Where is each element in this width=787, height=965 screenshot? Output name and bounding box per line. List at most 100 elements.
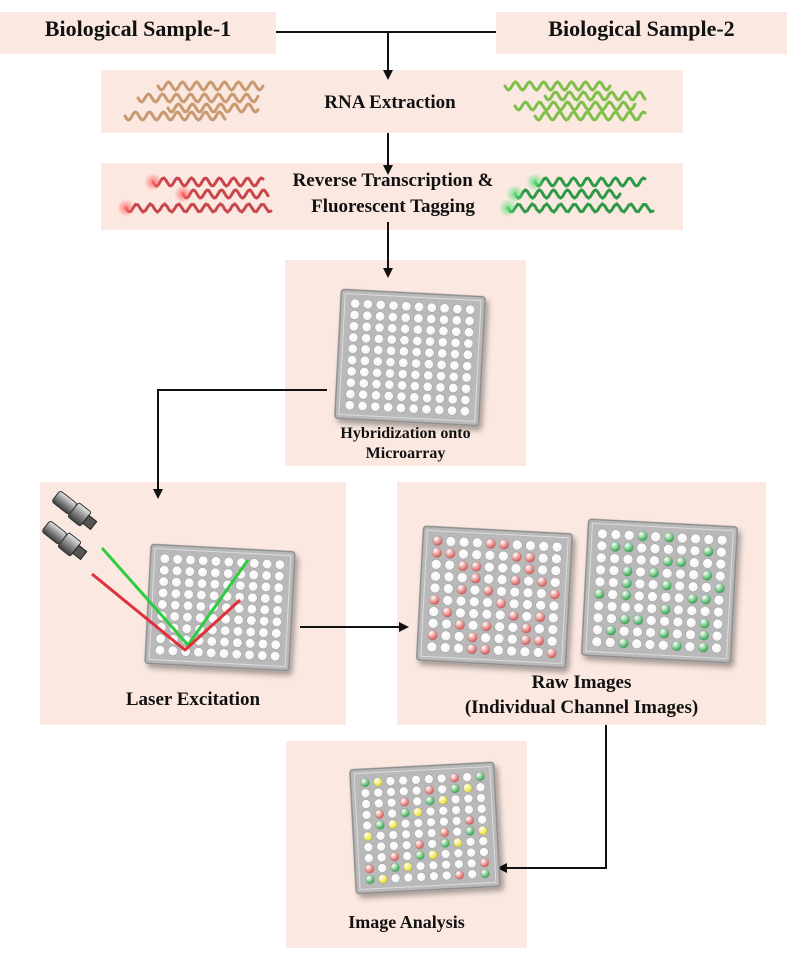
array-spot xyxy=(684,641,696,652)
array-spot xyxy=(427,618,439,629)
array-spot xyxy=(441,870,452,881)
array-spot xyxy=(248,569,259,580)
array-spot xyxy=(450,794,461,805)
array-spot xyxy=(386,787,396,797)
array-spot xyxy=(412,324,423,335)
array-spot xyxy=(159,553,170,564)
array-spot xyxy=(596,540,608,552)
sample1-box xyxy=(0,12,276,54)
array-spot xyxy=(401,840,412,850)
array-spot xyxy=(349,321,359,332)
array-spot xyxy=(273,582,284,593)
array-spot xyxy=(413,818,424,828)
array-spot xyxy=(360,344,371,355)
array-spot xyxy=(386,334,397,345)
array-spot xyxy=(210,567,221,578)
array-spot xyxy=(498,539,510,550)
array-spot xyxy=(466,847,476,858)
array-spot xyxy=(436,359,447,370)
array-spot xyxy=(429,594,440,606)
array-spot xyxy=(260,581,271,593)
array-spot xyxy=(209,590,220,601)
array-spot xyxy=(424,347,435,358)
array-spot xyxy=(455,607,466,619)
array-spot xyxy=(425,336,436,347)
array-spot xyxy=(428,849,438,860)
array-spot xyxy=(193,647,204,658)
array-spot xyxy=(384,368,395,379)
array-spot xyxy=(184,566,195,577)
array-spot xyxy=(399,335,410,346)
array-spot xyxy=(635,566,646,578)
array-spot xyxy=(449,773,460,783)
array-spot xyxy=(245,626,256,638)
array-spot xyxy=(647,579,659,590)
array-spot xyxy=(512,539,523,551)
array-spot xyxy=(360,355,370,366)
array-spot xyxy=(546,636,558,647)
array-spot xyxy=(457,572,468,583)
array-spot xyxy=(246,604,258,615)
array-spot xyxy=(597,528,608,540)
array-spot xyxy=(348,332,359,343)
array-spot xyxy=(700,594,711,605)
array-spot xyxy=(370,401,381,412)
array-spot xyxy=(506,645,517,657)
array-spot xyxy=(659,604,671,615)
sample2-label: Biological Sample-2 xyxy=(548,16,735,41)
array-spot xyxy=(172,565,183,576)
array-spot xyxy=(426,828,437,838)
image-analysis-label: Image Analysis xyxy=(348,912,465,932)
array-spot xyxy=(346,377,356,388)
array-spot xyxy=(414,302,425,312)
array-spot xyxy=(444,559,455,571)
array-spot xyxy=(460,395,471,406)
array-spot xyxy=(475,771,485,782)
array-spot xyxy=(271,616,282,627)
array-spot xyxy=(453,848,464,859)
array-spot xyxy=(376,841,386,852)
array-spot xyxy=(346,366,357,377)
array-spot xyxy=(537,564,548,576)
array-spot xyxy=(606,601,618,612)
rna-strand xyxy=(533,176,647,188)
array-spot xyxy=(396,391,407,402)
array-spot xyxy=(635,554,647,566)
array-spot xyxy=(437,337,448,348)
array-spot xyxy=(711,642,722,654)
array-spot xyxy=(480,632,491,644)
array-spot xyxy=(434,405,445,415)
array-spot xyxy=(703,534,715,545)
microarray-slide-icon xyxy=(334,288,486,427)
array-spot xyxy=(371,379,382,390)
array-spot xyxy=(415,861,426,871)
array-spot xyxy=(155,633,166,644)
array-spot xyxy=(439,314,449,325)
array-spot xyxy=(713,606,724,618)
array-spot xyxy=(376,852,387,863)
array-spot xyxy=(623,530,635,541)
array-spot xyxy=(450,338,461,348)
array-spot xyxy=(245,638,256,649)
array-spot xyxy=(444,548,456,559)
array-spot xyxy=(622,566,633,577)
rna-strand xyxy=(156,80,265,92)
array-spot xyxy=(701,570,713,581)
array-spot xyxy=(687,581,699,593)
array-spot xyxy=(408,403,419,414)
merged-slide-icon xyxy=(349,761,501,895)
array-spot xyxy=(698,630,710,641)
array-spot xyxy=(536,588,547,599)
array-spot xyxy=(522,587,534,599)
array-spot xyxy=(395,403,406,413)
array-spot xyxy=(463,783,473,793)
array-spot xyxy=(466,858,477,869)
array-spot xyxy=(435,382,446,393)
rna-strand xyxy=(513,188,622,200)
array-spot xyxy=(675,556,687,568)
array-spot xyxy=(604,637,616,648)
array-spot xyxy=(521,611,533,622)
array-spot xyxy=(387,323,398,334)
array-spot xyxy=(480,868,490,879)
array-spot xyxy=(620,590,632,601)
